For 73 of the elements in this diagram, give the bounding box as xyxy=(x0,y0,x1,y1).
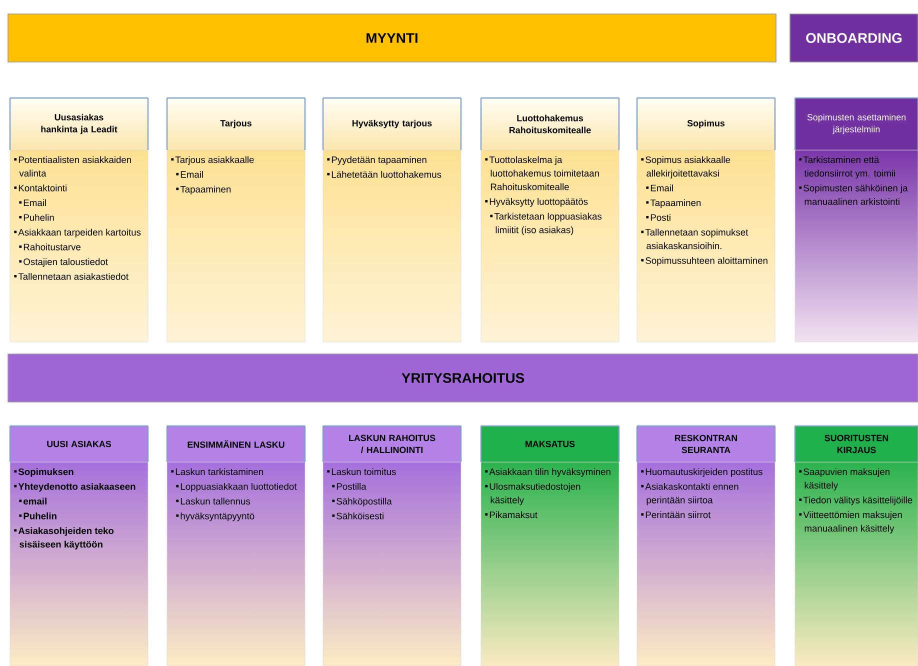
column-heading: ENSIMMÄINEN LASKU xyxy=(188,440,284,448)
bullet-item: Laskun toimitus xyxy=(327,468,396,476)
bullet-item: Puhelin xyxy=(19,512,56,520)
bullet-item: Sopimussuhteen aloittaminen xyxy=(641,257,768,266)
section-band: ONBOARDING xyxy=(790,14,918,62)
bullet-item: Asiakkaan tilin hyväksyminen xyxy=(485,468,610,477)
process-column xyxy=(166,97,306,342)
bullet-item: Loppuasiakkaan luottotiedot xyxy=(176,482,297,492)
column-heading: Hyväksytty tarjous xyxy=(352,120,432,128)
bullet-item: hyväksyntäpyyntö xyxy=(176,512,254,522)
bullet-item: email xyxy=(19,498,46,505)
bullet-item: Email xyxy=(176,170,203,178)
bullet-item: Potentiaalisten asiakkaiden valinta xyxy=(14,156,132,177)
bullet-item: Tarkistetaan loppuasiakas limiitit (iso asiakas) xyxy=(490,212,602,236)
bullet-item: Kontaktointi xyxy=(14,184,66,192)
bullet-item: Ulosmaksutiedostojen käsittely xyxy=(485,482,580,506)
bullet-item: Sähköisesti xyxy=(332,512,384,520)
bullet-item: Pikamaksut xyxy=(485,511,538,518)
section-band: MYYNTI xyxy=(8,14,776,62)
column-heading: Uusasiakas hankinta ja Leadit xyxy=(41,114,118,134)
column-heading: Sopimus xyxy=(687,120,725,128)
bullet-item: Sähköpostilla xyxy=(332,498,392,506)
column-heading: UUSI ASIAKAS xyxy=(47,440,112,448)
bullet-item: Lähetetään luottohakemus xyxy=(327,170,442,178)
bullet-item: Ostajien taloustiedot xyxy=(19,258,108,267)
bullet-item: Tallennetaan asiakastiedot xyxy=(14,273,128,280)
column-heading: SUORITUSTEN KIRJAUS xyxy=(824,434,888,454)
process-column xyxy=(9,425,149,666)
column-heading: Luottohakemus Rahoituskomitealle xyxy=(510,114,591,134)
bullet-item: Asiakasohjeiden teko sisäiseen käyttöön xyxy=(14,527,114,550)
process-column xyxy=(480,425,620,666)
bullet-item: Tarjous asiakkaalle xyxy=(171,156,254,165)
bullet-item: Viitteettömien maksujen manuaalinen käsittely xyxy=(799,511,902,534)
column-heading: RESKONTRAN SEURANTA xyxy=(674,434,738,454)
process-column xyxy=(166,425,306,666)
bullet-item: Tarkistaminen että tiedonsiirrot ym. toimii xyxy=(799,156,895,178)
bullet-item: Huomautuskirjeiden postitus xyxy=(641,468,762,477)
bullet-item: Asiakkaan tarpeiden kartoitus xyxy=(14,228,141,238)
process-column xyxy=(322,97,462,342)
bullet-item: Laskun tarkistaminen xyxy=(171,468,264,476)
bullet-item: Sopimusten sähköinen ja manuaalinen arkistointi xyxy=(799,184,908,205)
bullet-item: Tiedon välitys käsittelijöille xyxy=(799,496,912,506)
column-heading: Sopimusten asettaminen järjestelmiin xyxy=(807,114,906,134)
bullet-item: Rahoitustarve xyxy=(19,244,81,250)
bullet-item: Sopimus asiakkaalle allekirjoitettavaksi xyxy=(641,156,730,178)
process-column xyxy=(636,97,776,342)
process-column xyxy=(636,425,776,666)
bullet-item: Hyväksytty luottopäätös xyxy=(485,198,588,207)
process-column xyxy=(322,425,462,666)
bullet-item: Laskun tallennus xyxy=(176,498,250,505)
process-column xyxy=(794,425,918,666)
bullet-item: Email xyxy=(19,199,46,206)
bullet-item: Tuottolaskelma ja luottohakemus toimitetaan Rahoituskomitealle xyxy=(485,156,599,190)
column-heading: Tarjous xyxy=(220,120,252,128)
bullet-item: Puhelin xyxy=(19,214,54,221)
bullet-item: Perintään siirrot xyxy=(641,511,711,518)
bullet-item: Pyydetään tapaaminen xyxy=(327,156,426,165)
bullet-item: Saapuvien maksujen käsittely xyxy=(799,468,890,490)
process-column xyxy=(794,97,918,342)
bullet-item: Tallennetaan sopimukset asiakaskansioihin. xyxy=(641,228,748,250)
bullet-item: Email xyxy=(646,184,673,192)
bullet-item: Yhteydenotto asiakaaseen xyxy=(14,482,136,492)
section-band: YRITYSRAHOITUS xyxy=(8,354,918,402)
bullet-item: Sopimuksen xyxy=(14,468,74,477)
bullet-item: Postilla xyxy=(332,482,366,490)
bullet-item: Asiakaskontakti ennen perintään siirtoa xyxy=(641,482,738,506)
bullet-item: Posti xyxy=(646,214,670,221)
column-heading: LASKUN RAHOITUS / HALLINOINTI xyxy=(349,434,436,454)
column-heading: MAKSATUS xyxy=(526,440,575,448)
process-column xyxy=(480,97,620,342)
bullet-item: Tapaaminen xyxy=(646,199,701,208)
process-column xyxy=(9,97,149,342)
bullet-item: Tapaaminen xyxy=(176,186,231,194)
